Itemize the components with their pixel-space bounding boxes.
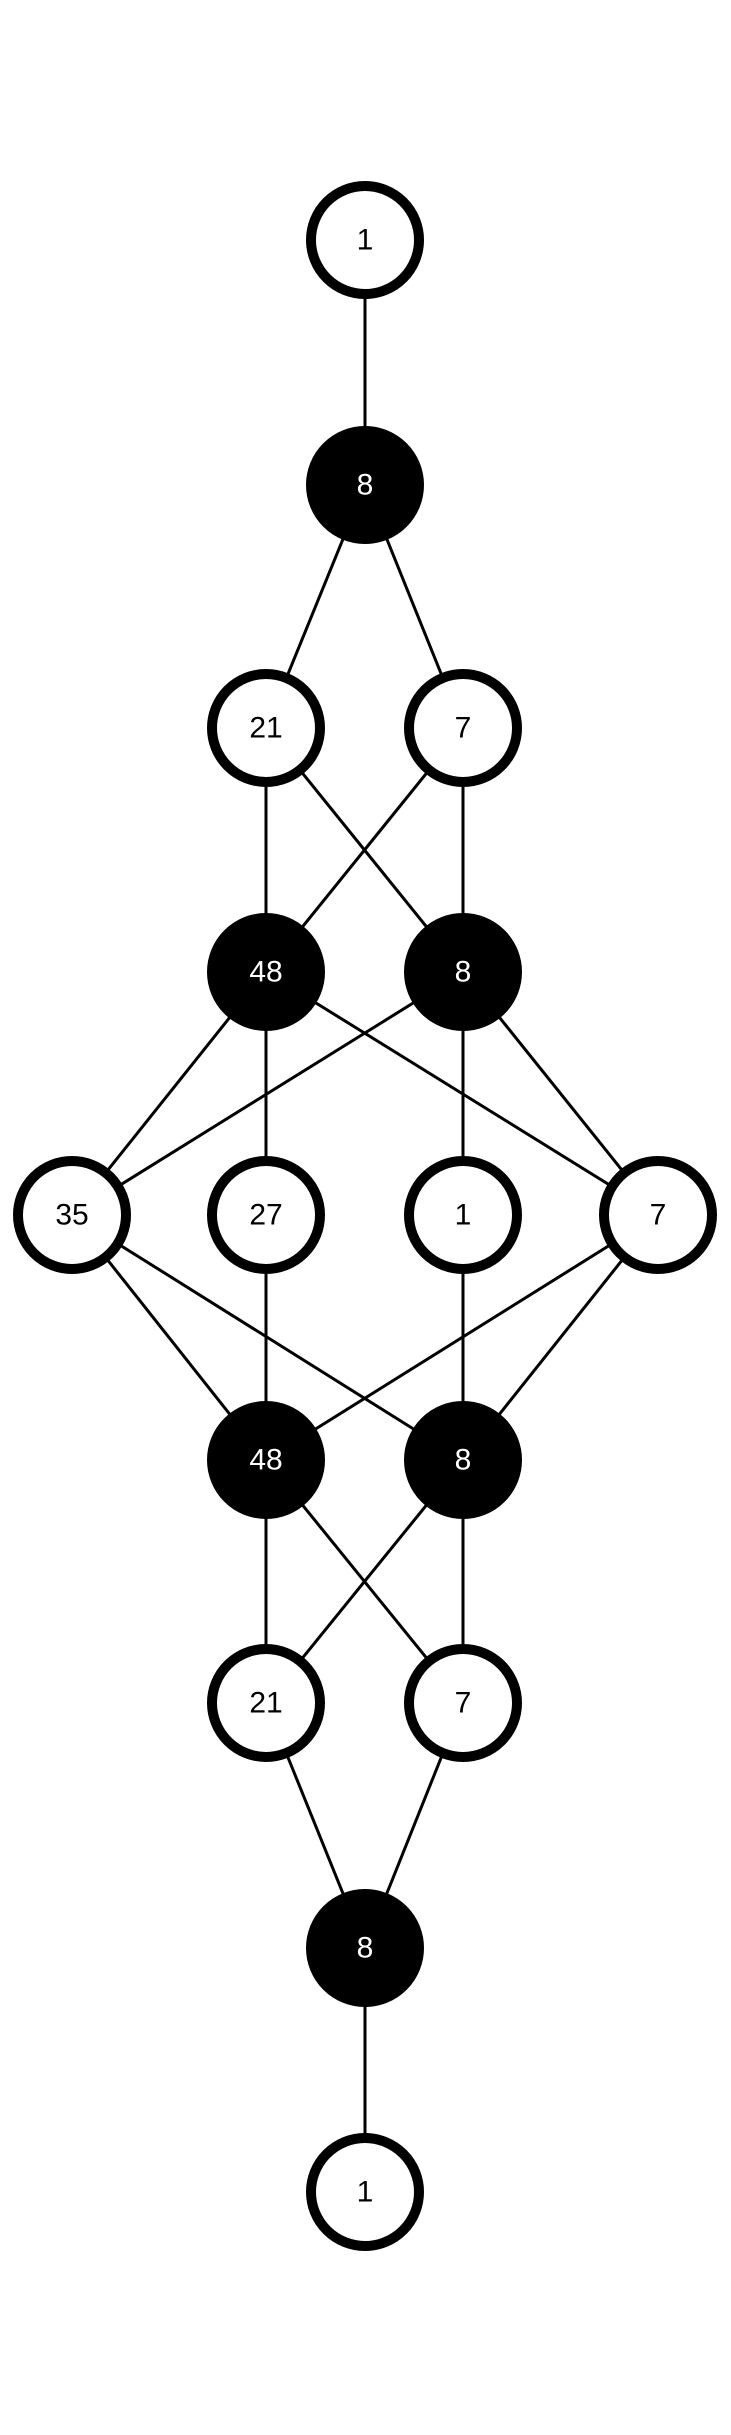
node-label: 7: [455, 1687, 472, 1720]
open-node-circle: [207, 1644, 325, 1762]
node-n9: 7: [599, 1156, 717, 1274]
node-label: 7: [650, 1199, 667, 1232]
filled-node-circle: [404, 913, 522, 1031]
node-label: 7: [455, 712, 472, 745]
node-n15: 1: [306, 2133, 424, 2251]
open-node-circle: [599, 1156, 717, 1274]
filled-node-circle: [207, 913, 325, 1031]
node-label: 48: [249, 1444, 282, 1477]
node-n5: 8: [404, 913, 522, 1031]
node-n6: 35: [13, 1156, 131, 1274]
open-node-circle: [306, 2133, 424, 2251]
edge-n5-n6: [71, 970, 464, 1217]
node-label: 1: [357, 224, 374, 257]
node-n14: 8: [306, 1889, 424, 2007]
node-label: 21: [249, 712, 282, 745]
open-node-circle: [13, 1156, 131, 1274]
filled-node-circle: [306, 1889, 424, 2007]
node-n2: 21: [207, 669, 325, 787]
node-label: 8: [357, 1932, 374, 1965]
filled-node-circle: [207, 1401, 325, 1519]
node-label: 35: [55, 1199, 88, 1232]
node-n0: 1: [306, 181, 424, 299]
node-n7: 27: [207, 1156, 325, 1274]
open-node-circle: [404, 1644, 522, 1762]
node-n12: 21: [207, 1644, 325, 1762]
node-label: 21: [249, 1687, 282, 1720]
node-label: 48: [249, 956, 282, 989]
open-node-circle: [207, 1156, 325, 1274]
node-label: 8: [455, 1444, 472, 1477]
node-n8: 1: [404, 1156, 522, 1274]
node-n1: 8: [306, 426, 424, 544]
node-n10: 48: [207, 1401, 325, 1519]
diagram-nodes: 1 8 21 7 48 8 35 27 1 7 48 8 21 7 8 1: [13, 181, 717, 2251]
filled-node-circle: [306, 426, 424, 544]
node-label: 8: [357, 469, 374, 502]
node-label: 1: [357, 2176, 374, 2209]
open-node-circle: [207, 669, 325, 787]
node-label: 1: [455, 1199, 472, 1232]
node-n4: 48: [207, 913, 325, 1031]
filled-node-circle: [404, 1401, 522, 1519]
edge-n9-n10: [265, 1213, 659, 1462]
node-n13: 7: [404, 1644, 522, 1762]
node-n3: 7: [404, 669, 522, 787]
open-node-circle: [404, 669, 522, 787]
node-label: 8: [455, 956, 472, 989]
open-node-circle: [404, 1156, 522, 1274]
node-n11: 8: [404, 1401, 522, 1519]
node-label: 27: [249, 1199, 282, 1232]
open-node-circle: [306, 181, 424, 299]
